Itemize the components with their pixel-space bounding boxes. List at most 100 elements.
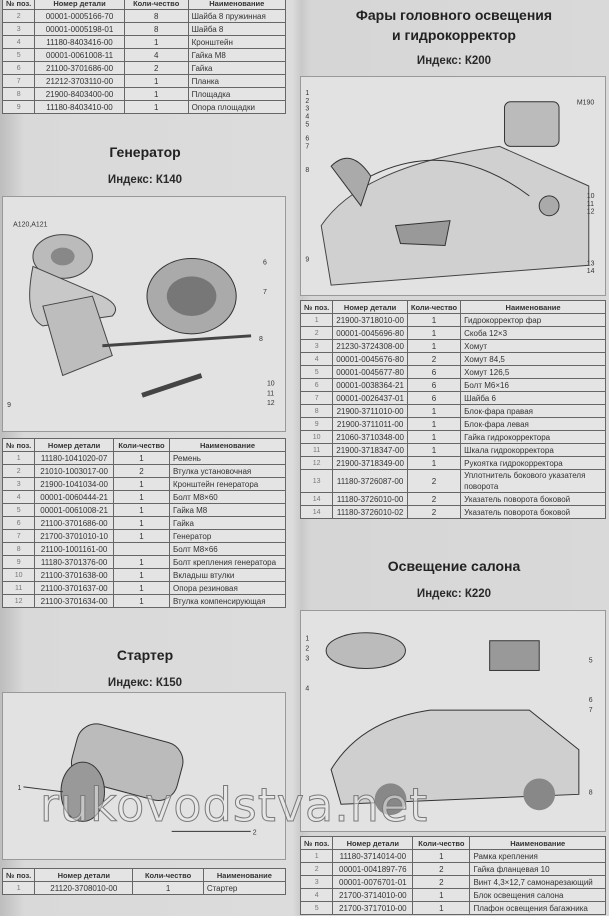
quantity-cell: 2 — [406, 505, 462, 519]
callout: 4 — [305, 685, 309, 692]
pos-cell: 1 — [1, 451, 36, 465]
quantity-cell: 1 — [412, 849, 471, 863]
quantity-cell: 1 — [112, 490, 170, 504]
part-number-cell: 21900-3711011-00 — [332, 417, 408, 431]
quantity-cell: 8 — [123, 22, 189, 36]
pos-header: № поз. — [299, 300, 334, 314]
part-name-cell: Рукоятка гидрокорректора — [460, 456, 606, 470]
section-index-generator: Индекс: К140 — [107, 174, 183, 186]
callout: 12 — [267, 400, 275, 407]
part-number-cell: 00001-0045677-80 — [332, 365, 408, 379]
part-name-cell: Стартер — [202, 881, 287, 895]
part-number-cell: 00001-0061008-11 — [34, 48, 125, 62]
callout-a120: А120,А121 — [13, 222, 47, 229]
generator-diagram: А120,А121 6 7 8 9 10 11 12 — [2, 196, 286, 432]
quantity-cell: 2 — [406, 469, 462, 493]
name-header: Наименование — [460, 300, 606, 314]
quantity-cell: 1 — [112, 451, 170, 465]
part-name-cell: Указатель поворота боковой — [460, 505, 606, 519]
part-number-cell: 11180-3726010-02 — [332, 505, 408, 519]
name-header: Наименование — [469, 836, 606, 850]
pos-cell: 12 — [1, 594, 36, 608]
pos-cell: 8 — [1, 87, 36, 101]
section-index-interior: Индекс: К220 — [416, 588, 492, 600]
callout: 2 — [305, 98, 309, 105]
part-number-cell: 21100-1001161-00 — [34, 542, 114, 556]
quantity-header: Коли-чество — [132, 868, 204, 882]
callout: 7 — [305, 143, 309, 150]
callout: 7 — [263, 289, 267, 296]
callout: 9 — [7, 402, 11, 409]
callout: 5 — [305, 122, 309, 129]
part-name-cell: Шкала гидрокорректора — [460, 443, 606, 457]
quantity-cell: 1 — [406, 443, 462, 457]
part-name-cell: Шайба 6 — [460, 391, 606, 405]
part-name-cell: Хомут 84,5 — [460, 352, 606, 366]
part-number-cell: 00001-0005198-01 — [34, 22, 125, 36]
quantity-cell: 4 — [123, 48, 189, 62]
pos-header: № поз. — [1, 438, 36, 452]
callout: 1 — [18, 785, 22, 792]
part-number-cell: 11180-3701376-00 — [34, 555, 114, 569]
part-number-cell: 21060-3710348-00 — [332, 430, 408, 444]
part-number-header: Номер детали — [332, 836, 414, 850]
quantity-cell: 6 — [406, 378, 462, 392]
quantity-cell: 8 — [123, 9, 189, 23]
part-name-cell: Гайка М8 — [187, 48, 287, 62]
part-name-cell: Втулка установочная — [168, 464, 287, 478]
part-name-cell: Гайка гидрокорректора — [460, 430, 606, 444]
pos-cell: 2 — [299, 862, 334, 876]
callout: 1 — [305, 90, 309, 97]
quantity-cell: 1 — [406, 430, 462, 444]
watermark: rukovodstva.net — [39, 778, 429, 833]
part-name-cell: Болт крепления генератора — [168, 555, 287, 569]
pos-cell: 14 — [299, 492, 334, 506]
pos-cell: 14 — [299, 505, 334, 519]
part-number-cell: 21100-3701637-00 — [34, 581, 114, 595]
pos-header: № поз. — [1, 0, 36, 10]
callout: М190 — [577, 100, 594, 107]
part-number-cell: 21120-3708010-00 — [34, 881, 134, 895]
quantity-header: Коли-чество — [112, 438, 170, 452]
part-number-cell: 21900-3718349-00 — [332, 456, 408, 470]
part-name-cell: Кронштейн — [187, 35, 287, 49]
part-number-header: Номер детали — [34, 438, 114, 452]
part-name-cell: Блок освещения салона — [469, 888, 606, 902]
quantity-header: Коли-чество — [406, 300, 462, 314]
pos-cell: 4 — [299, 888, 334, 902]
pos-cell: 1 — [1, 881, 36, 895]
quantity-cell: 1 — [123, 74, 189, 88]
part-number-cell: 11180-1041020-07 — [34, 451, 114, 465]
pos-cell: 10 — [1, 568, 36, 582]
quantity-cell: 6 — [406, 365, 462, 379]
part-name-cell: Болт М6×16 — [460, 378, 606, 392]
part-number-cell: 00001-0045676-80 — [332, 352, 408, 366]
pos-cell: 9 — [1, 555, 36, 569]
interior-lighting-diagram: 1 2 3 4 5 6 7 8 — [300, 610, 606, 832]
quantity-cell: 2 — [412, 875, 471, 889]
part-number-header: Номер детали — [34, 868, 134, 882]
section-index-starter: Индекс: К150 — [107, 677, 183, 689]
quantity-cell: 1 — [112, 529, 170, 543]
pos-header: № поз. — [1, 868, 36, 882]
starter-diagram: 1 2 — [2, 692, 286, 860]
name-header: Наименование — [187, 0, 287, 10]
quantity-cell: 1 — [112, 594, 170, 608]
